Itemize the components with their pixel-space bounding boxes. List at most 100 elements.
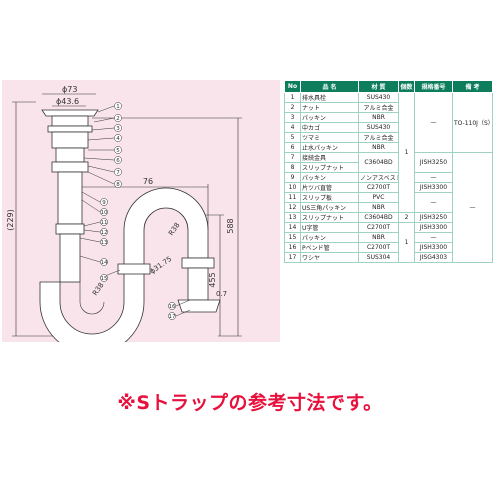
callout-12: 12: [101, 230, 108, 236]
col-header-qty: 個数: [398, 80, 415, 93]
note-cell-dash: —: [452, 152, 493, 263]
row-name: ナット: [300, 102, 359, 113]
row-material: アルミ合金: [358, 102, 399, 113]
standard-cell-dash-b: —: [414, 172, 453, 183]
row-no: 6: [284, 142, 301, 153]
callout-circles: [100, 102, 176, 320]
row-name: 片ツバ直管: [300, 182, 359, 193]
table-row: 14 U字管 C2700T 1 JISH3300: [284, 222, 493, 263]
standard-cell-jish3250-a: JISH3250: [414, 152, 453, 173]
standard-cell-dash-a: —: [414, 92, 453, 153]
tail-pipe: [55, 171, 85, 283]
row-no: 14: [284, 222, 301, 233]
callout-leaders: [79, 105, 191, 317]
row-name: パッキン: [300, 112, 359, 123]
row-name: スリップナット: [300, 212, 359, 223]
callout-5: 5: [116, 148, 120, 154]
row-no: 9: [284, 172, 301, 183]
col-header-name: 品 名: [300, 80, 359, 93]
standard-cell-jish3250-b: JISH3250: [414, 212, 453, 223]
callout-13: 13: [101, 240, 108, 246]
col-header-material: 材 質: [358, 80, 399, 93]
row-no: 10: [284, 182, 301, 193]
dim-07-label: 0.7: [216, 290, 227, 298]
drain-plug-assembly: [41, 109, 99, 173]
callout-15: 15: [101, 276, 108, 282]
row-no: 11: [284, 192, 301, 203]
row-no: 1: [284, 92, 301, 103]
dimension-diameter-top: [42, 93, 96, 107]
row-material: C2700T: [358, 242, 399, 253]
callout-7: 7: [116, 170, 120, 176]
row-name: パッキン: [300, 232, 359, 243]
row-no: 8: [284, 162, 301, 173]
table-row: 7 接続金具 C3604BD JISH3250 —: [284, 152, 493, 263]
row-material: SUS304: [358, 252, 399, 263]
row-name: U字管: [300, 222, 359, 233]
row-material: PVC: [358, 192, 399, 203]
callout-2: 2: [116, 116, 120, 122]
row-material: NBR: [358, 112, 399, 123]
callout-9: 9: [102, 200, 106, 206]
reference-caption: ※Sトラップの参考寸法です。: [117, 392, 383, 414]
callout-8: 8: [116, 182, 120, 188]
slip-nut-u: [117, 263, 151, 275]
standard-cell-dash-d: —: [414, 232, 453, 243]
standard-cell-dash-c: —: [414, 192, 453, 213]
row-name: 接続金具: [300, 152, 359, 163]
row-name: 止水パッキン: [300, 142, 359, 153]
row-material: アルミ合金: [358, 132, 399, 143]
row-no: 15: [284, 232, 301, 243]
row-name: US三角パッキン: [300, 202, 359, 213]
row-name: スリップ板: [300, 192, 359, 203]
dim-d73-label: ϕ73: [62, 85, 77, 94]
row-name: パッキン: [300, 172, 359, 183]
row-material: NBR: [358, 142, 399, 153]
s-trap-drawing: (229) 588 455 76 ϕ73 ϕ43.6: [2, 80, 280, 342]
parts-header-row: No 品 名 材 質 個数 規格番号 備 考: [284, 80, 493, 93]
standard-cell-jish3300-b: JISH3300: [414, 222, 453, 233]
callout-17: 17: [169, 314, 176, 320]
row-name: Pベンド管: [300, 242, 359, 253]
table-row: 9 パッキン ノンアスベスト —: [284, 172, 493, 183]
note-cell-model: TO-110J（S）: [452, 92, 493, 153]
standard-cell-jish3300-a: JISH3300: [414, 182, 453, 193]
row-material: C3604BD: [358, 152, 399, 173]
callout-3: 3: [116, 126, 120, 132]
row-no: 4: [284, 122, 301, 133]
row-name: スリップナット: [300, 162, 359, 173]
row-no: 2: [284, 102, 301, 113]
row-name: ツマミ: [300, 132, 359, 143]
callout-14: 14: [101, 260, 108, 266]
parts-table: No 品 名 材 質 個数 規格番号 備 考 1 排水具栓 SUS430 1 —…: [284, 80, 493, 263]
row-material: SUS430: [358, 122, 399, 133]
callout-6: 6: [116, 158, 120, 164]
callout-4: 4: [116, 136, 120, 142]
row-no: 17: [284, 252, 301, 263]
row-no: 5: [284, 132, 301, 143]
col-header-no: No: [284, 80, 301, 93]
dim-229-label: (229): [6, 209, 15, 231]
callout-16: 16: [169, 304, 176, 310]
row-material: C2700T: [358, 182, 399, 193]
qty-cell-3: 1: [398, 222, 415, 263]
dimension-width-76: [62, 184, 209, 230]
table-row: 1 排水具栓 SUS430 1 — TO-110J（S）: [284, 92, 493, 213]
dim-d436-label: ϕ43.6: [56, 97, 79, 106]
row-name: 中カゴ: [300, 122, 359, 133]
standard-cell-jisg4303: JISG4303: [414, 252, 453, 263]
wall-outlet: [177, 257, 221, 313]
callout-10: 10: [101, 210, 108, 216]
table-row: 17 ワシヤ SUS304 JISG4303: [284, 252, 493, 263]
qty-cell-2: 2: [398, 212, 415, 223]
row-material: ノンアスベスト: [358, 172, 399, 183]
dim-588-label: 588: [226, 218, 235, 233]
row-no: 12: [284, 202, 301, 213]
callout-11: 11: [101, 220, 108, 226]
row-name: ワシヤ: [300, 252, 359, 263]
row-no: 7: [284, 152, 301, 163]
row-name: 排水具栓: [300, 92, 359, 103]
row-no: 3: [284, 112, 301, 123]
u-bend-inner: [79, 282, 105, 315]
col-header-note: 備 考: [452, 80, 493, 93]
